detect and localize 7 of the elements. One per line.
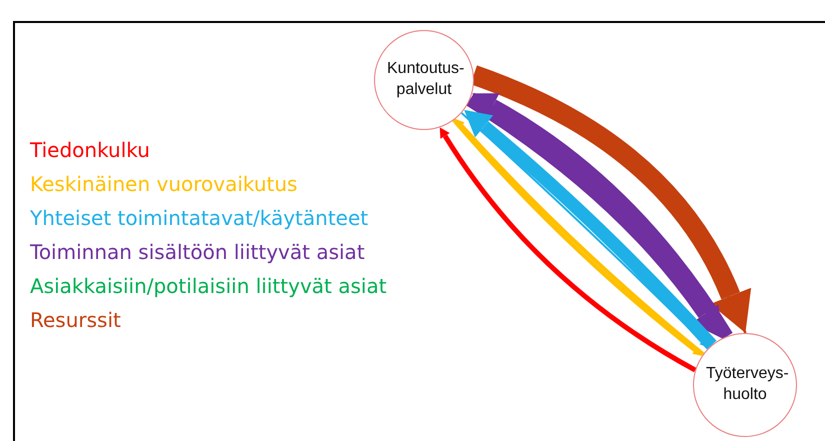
legend-text: Yhteiset toimintatavat/käytänteet [30, 206, 368, 230]
legend-text: Keskinäinen vuorovaikutus [30, 172, 298, 196]
legend-text: Tiedonkulku [30, 138, 150, 162]
arrow [440, 128, 696, 372]
legend-text: Asiakkaisiin/potilaisiin liittyvät asiat [30, 274, 387, 298]
legend-text: Resurssit [30, 308, 121, 332]
legend-text: Toiminnan sisältöön liittyvät asiat [30, 240, 365, 264]
